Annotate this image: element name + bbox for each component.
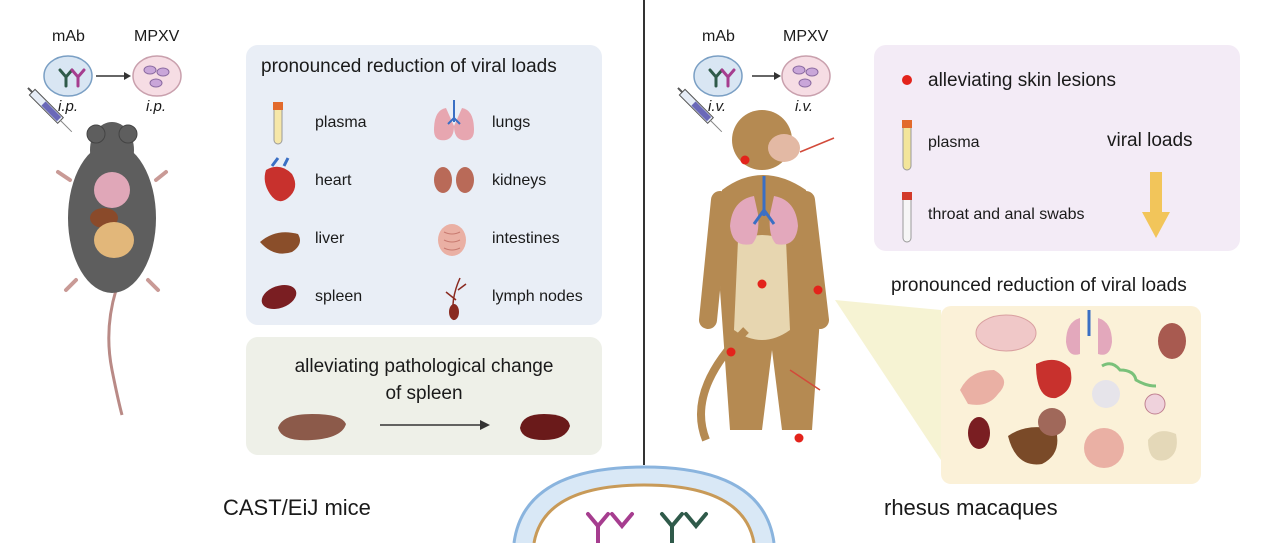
- right-plasma-label: plasma: [928, 134, 980, 151]
- lungs-icon: [434, 100, 474, 141]
- organ-label-intestines: intestines: [492, 230, 560, 247]
- down-arrow-icon: [1142, 172, 1170, 238]
- viral-loads-label: viral loads: [1107, 130, 1193, 151]
- skin-lesion-dots: [726, 155, 823, 443]
- kidneys-icon: [434, 167, 474, 193]
- syringe-icon: [677, 87, 723, 133]
- pathology-title-line2: of spleen: [385, 383, 463, 404]
- left-panel-title: pronounced reduction of viral loads: [261, 56, 557, 77]
- antibody-magenta-icon: [586, 512, 634, 543]
- skin-lesion-panel: [874, 45, 1240, 251]
- right-mab-method: i.v.: [708, 98, 727, 115]
- swab-tube-icon: [902, 192, 912, 243]
- organ-label-spleen: spleen: [315, 288, 363, 305]
- spleen-after-icon: [520, 414, 570, 440]
- organ-label-lungs: lungs: [492, 114, 531, 131]
- organ-label-heart: heart: [315, 172, 352, 189]
- virus-icon: [132, 55, 182, 97]
- skin-lesions-label: alleviating skin lesions: [928, 70, 1116, 91]
- organ-label-plasma: plasma: [315, 114, 367, 131]
- syringe-icon: [27, 87, 73, 133]
- right-panel-title: pronounced reduction of viral loads: [891, 275, 1187, 296]
- swabs-label: throat and anal swabs: [928, 206, 1085, 223]
- left-mpxv-method: i.p.: [146, 98, 167, 115]
- plasma-tube-icon: [902, 120, 912, 171]
- organ-label-lymph-nodes: lymph nodes: [492, 288, 583, 305]
- spleen-before-icon: [278, 414, 346, 441]
- macaque-lungs-icon: [730, 176, 798, 245]
- left-caption: CAST/EiJ mice: [223, 495, 371, 520]
- plasma-icon: [273, 102, 283, 145]
- virus-icon: [781, 55, 831, 97]
- antibody-green-icon: [660, 512, 708, 543]
- right-mpxv-method: i.v.: [795, 98, 814, 115]
- right-caption: rhesus macaques: [884, 495, 1058, 520]
- right-mpxv-label: MPXV: [783, 28, 829, 45]
- left-mab-method: i.p.: [58, 98, 79, 115]
- organ-label-liver: liver: [315, 230, 345, 247]
- liver-icon: [260, 232, 300, 254]
- intestines-icon: [438, 224, 466, 256]
- pathology-title-line1: alleviating pathological change: [294, 356, 554, 377]
- lesion-dot-icon: [902, 75, 912, 85]
- organ-label-kidneys: kidneys: [492, 172, 547, 189]
- panel-divider: [643, 0, 645, 465]
- right-mab-label: mAb: [702, 28, 735, 45]
- lymph-node-icon: [445, 277, 467, 321]
- left-mpxv-label: MPXV: [134, 28, 180, 45]
- heart-icon: [264, 157, 296, 202]
- spleen-icon: [261, 284, 297, 310]
- viral-load-panel: [246, 45, 602, 325]
- left-mab-label: mAb: [52, 28, 85, 45]
